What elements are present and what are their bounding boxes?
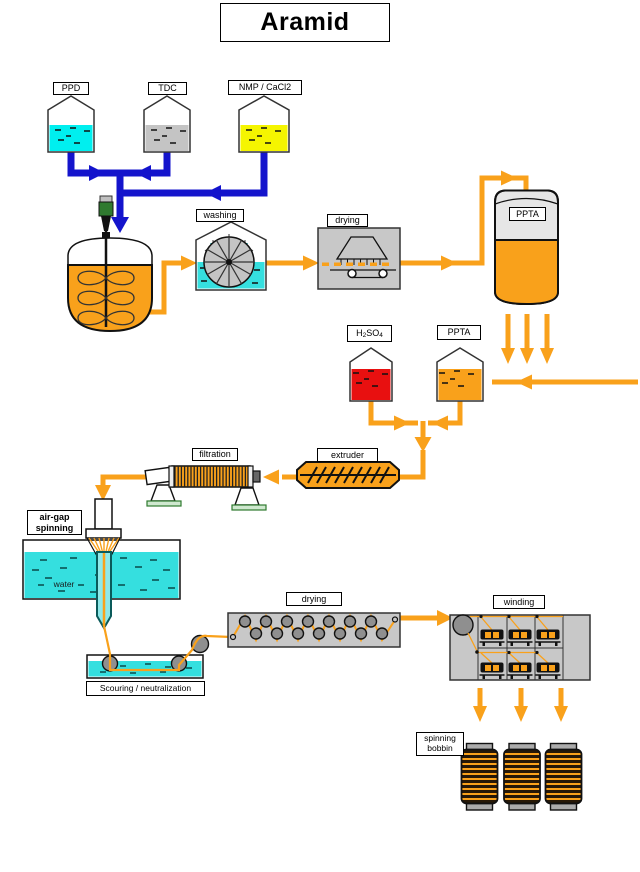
takeup-roller (190, 634, 210, 654)
label-water: water (53, 578, 75, 589)
drying-rollers-bottom (249, 627, 389, 640)
reactor-vessel (67, 264, 153, 333)
extruder-unit (296, 461, 400, 489)
label-nmp-cacl2: NMP / CaCl2 (228, 80, 302, 95)
ppta-feed-liquid (438, 369, 482, 400)
bobbin-1 (460, 748, 499, 805)
ppta-feed-tank (436, 347, 484, 402)
winding-feed-roller (452, 614, 474, 636)
bobbin-2 (503, 748, 541, 805)
diagram-title: Aramid (220, 3, 390, 42)
nmp-liquid (240, 125, 288, 151)
washing-unit (195, 221, 267, 291)
feed-tank-nmp (238, 95, 290, 153)
drying-unit-bottom (227, 612, 401, 648)
reactor-dome (67, 237, 153, 265)
label-drying-bottom: drying (286, 592, 342, 606)
bobbin-3 (544, 748, 583, 805)
scouring-bath (86, 625, 232, 679)
drying-unit-top (317, 227, 401, 290)
filter-ribs (174, 466, 247, 487)
ppta-drop-arrows (501, 314, 554, 364)
label-ppta-feed: PPTA (437, 325, 481, 340)
label-washing: washing (196, 209, 244, 222)
reactor (67, 195, 153, 333)
winding-drop-arrows (473, 688, 568, 722)
label-winding: winding (493, 595, 545, 609)
filtration-unit (144, 465, 267, 511)
feed-tank-tdc (143, 95, 191, 153)
ppd-liquid (49, 125, 93, 151)
winding-unit (449, 614, 591, 681)
conveyor-belt (322, 262, 396, 279)
filament-fan (86, 537, 121, 557)
label-ppta-storage: PPTA (509, 207, 546, 221)
winding-threads (467, 614, 563, 664)
extruder-screw (307, 466, 390, 484)
reactor-stirrer (77, 270, 135, 326)
feed-tank-ppd (47, 95, 95, 153)
filtration-stand-right (231, 487, 267, 511)
h2so4-tank (349, 347, 393, 402)
label-scouring: Scouring / neutralization (86, 681, 205, 696)
label-filtration: filtration (192, 448, 238, 461)
label-drying-top: drying (327, 214, 368, 227)
tdc-liquid (145, 125, 189, 151)
label-extruder: extruder (317, 448, 378, 462)
label-spinning-bobbin: spinning bobbin (416, 732, 464, 756)
drying-rollers-top (238, 615, 378, 628)
winding-stations (479, 629, 561, 679)
label-tdc: TDC (148, 82, 187, 95)
orange-flow-lines (95, 170, 638, 626)
spinneret (85, 498, 122, 539)
label-airgap-spinning: air-gap spinning (27, 510, 82, 535)
blue-pipe-network (67, 152, 268, 233)
filtration-stand-left (146, 484, 182, 507)
label-ppd: PPD (53, 82, 89, 95)
reactor-motor (98, 195, 114, 231)
spinning-bobbins (460, 742, 583, 811)
ppta-storage-liquid (495, 240, 558, 304)
spinning-tube (96, 551, 112, 630)
